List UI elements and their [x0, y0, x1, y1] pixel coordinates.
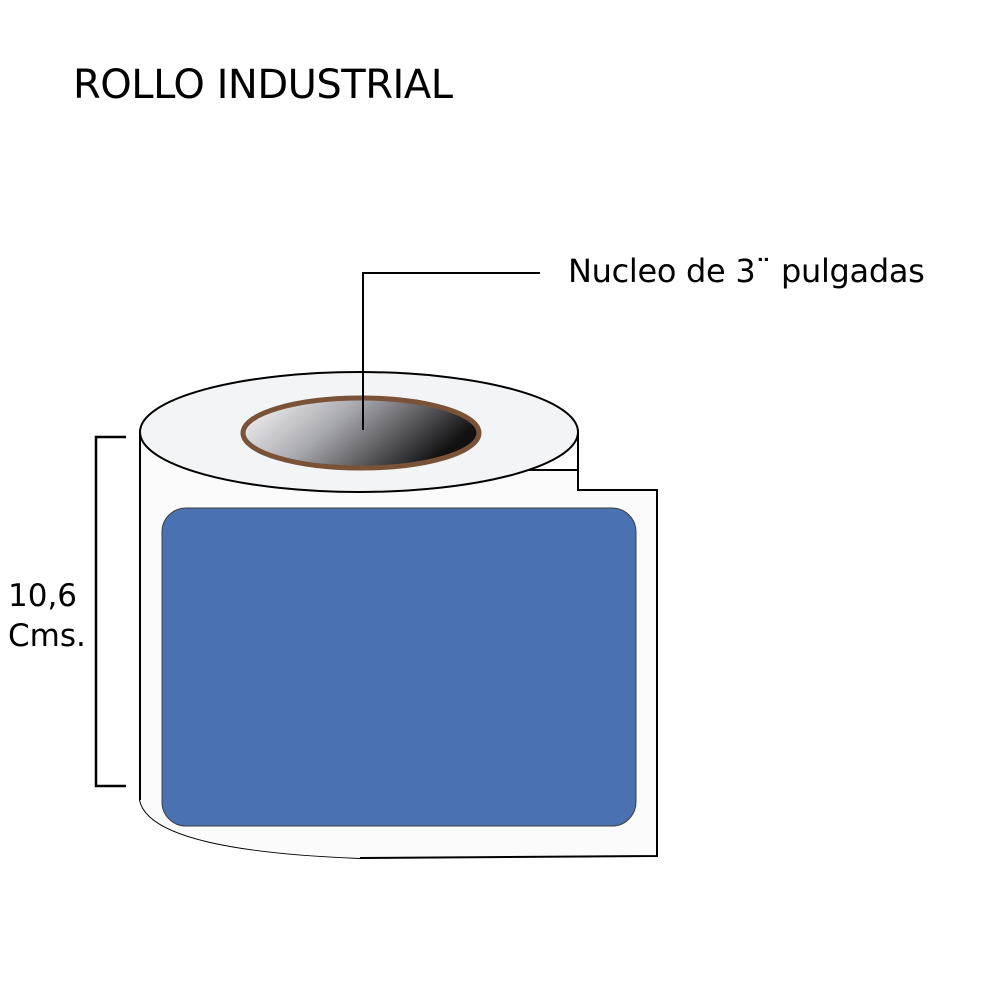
core-hole: [240, 395, 482, 471]
height-dimension-label: 10,6 Cms.: [8, 576, 98, 656]
height-dimension-bracket: [94, 435, 126, 788]
core-callout-leader: [362, 272, 540, 430]
blue-label: [161, 507, 637, 827]
diagram-title: ROLLO INDUSTRIAL: [73, 62, 453, 108]
height-value: 10,6: [8, 578, 78, 614]
core-size-label: Nucleo de 3¨ pulgadas: [568, 252, 925, 290]
height-unit: Cms.: [8, 618, 86, 654]
